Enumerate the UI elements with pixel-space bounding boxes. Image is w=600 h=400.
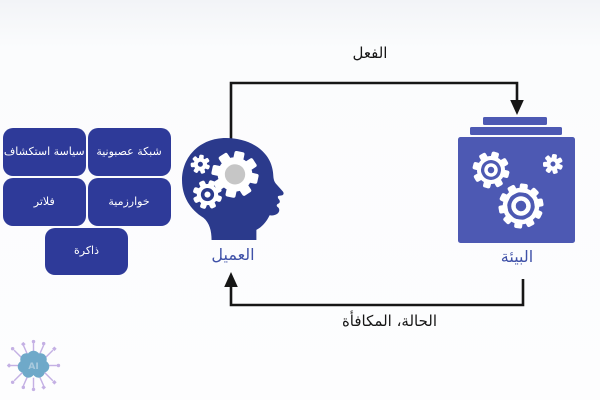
action-arrowhead-down-icon [510,100,524,115]
component-box-algorithm: خوارزمية [87,178,171,226]
component-box-exploration-policy: سياسة استكشاف [3,128,86,176]
gear-icon [211,150,259,198]
component-label: خوارزمية [108,194,150,208]
agent-head-with-gears-icon [182,138,284,240]
gear-icon [193,180,222,209]
gear-icon [190,154,210,174]
environment-label: البيئة [500,247,534,266]
environment-stack-bar-top [483,117,547,125]
brain-shape [17,350,50,378]
state-reward-arrowhead-up-icon [224,272,238,287]
action-arrow-label: الفعل [352,44,388,62]
ai-brain-circuit-logo-icon: AI [6,339,61,392]
gear-icon [542,153,563,174]
state-reward-arrow-label: الحالة، المكافأة [341,312,438,330]
agent-label: العميل [211,245,255,264]
component-box-neural-network: شبكة عصبونية [87,128,171,176]
gear-outline-icon [472,151,510,189]
component-label: فلاتر [33,194,55,208]
action-arrow-line [229,81,519,140]
circuit-nodes [6,339,61,392]
component-box-memory: ذاكرة [45,228,128,275]
logo-text: AI [28,361,39,372]
component-label: ذاكرة [73,244,100,258]
component-box-filters: فلاتر [3,178,86,226]
state-reward-arrow-line [229,279,525,307]
component-label: شبكة عصبونية [96,144,162,158]
environment-stack-bar-middle [469,126,562,135]
component-label: سياسة استكشاف [3,144,85,158]
gear-outline-icon [498,183,544,229]
environment-machine-box-icon [458,137,575,243]
